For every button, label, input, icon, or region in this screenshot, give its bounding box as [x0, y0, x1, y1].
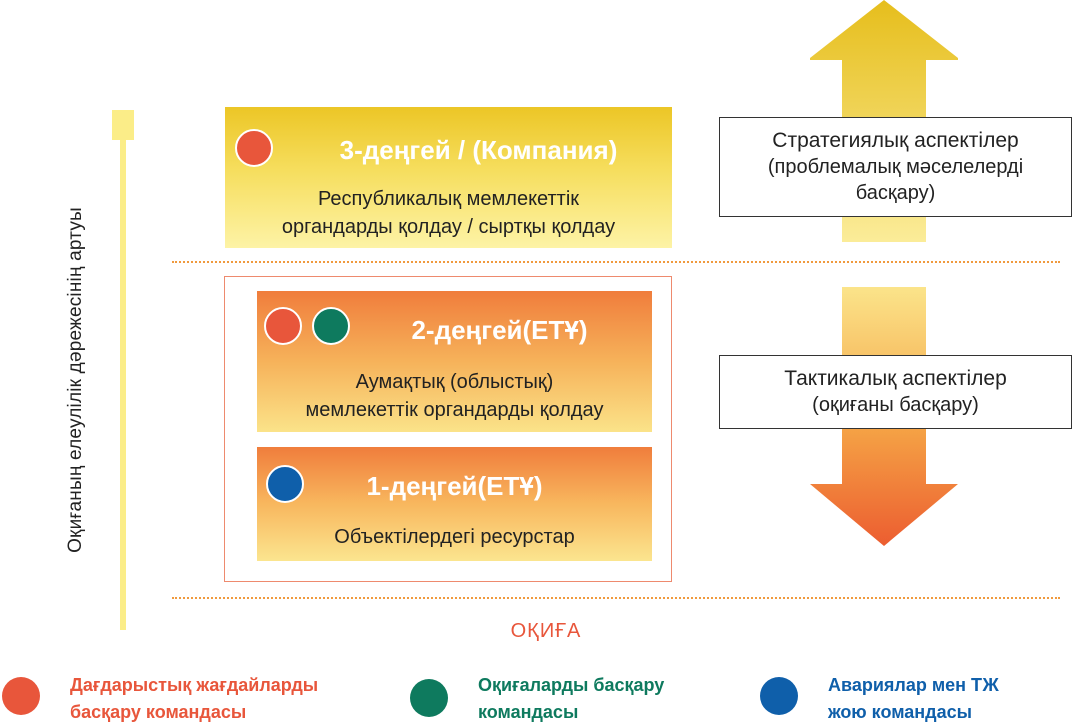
crisis-legend-dot	[2, 677, 40, 715]
level-2-desc-line-1: Аумақтық (облыстық)	[355, 371, 554, 393]
up-down-arrows-graphic	[810, 0, 958, 546]
level-3-desc-line-1: Республикалық мемлекеттік	[317, 188, 580, 210]
emergency-legend-line-2: жою командасы	[828, 702, 972, 722]
level-2-desc-line-2: мемлекеттік органдарды қолдау	[305, 399, 604, 421]
crisis-legend-line-1: Дағдарыстық жағдайларды	[70, 675, 319, 695]
level-3-title: 3-деңгей / (Компания)	[339, 135, 618, 165]
crisis-legend-text: Дағдарыстық жағдайларды басқару командас…	[70, 672, 318, 726]
axis-cap	[112, 110, 134, 140]
strategic-aspects-line-2: (проблемалық мәселелерді	[767, 156, 1024, 178]
crisis-team-dot	[235, 129, 273, 167]
level-1-title: 1-деңгей(ЕТҰ)	[366, 471, 543, 501]
emergency-legend-text: Авариялар мен ТЖ жою командасы	[828, 672, 999, 726]
level-3-desc-line-2: органдарды қолдау / сыртқы қолдау	[281, 216, 616, 238]
severity-axis-text: Оқиғаның елеулілік дәрежесінің артуы	[65, 207, 86, 553]
tactical-aspects-box: Тактикалық аспектілер (оқиғаны басқару)	[719, 355, 1072, 429]
severity-axis-line	[120, 140, 126, 630]
incident-team-dot	[312, 307, 350, 345]
crisis-legend-line-2: басқару командасы	[70, 702, 247, 722]
tactical-aspects-line-2: (оқиғаны басқару)	[812, 394, 979, 416]
level-2-title: 2-деңгей(ЕТҰ)	[411, 315, 588, 345]
strategic-tactical-separator	[172, 261, 1060, 263]
emergency-legend-line-1: Авариялар мен ТЖ	[828, 675, 999, 695]
level-2-box: 2-деңгей(ЕТҰ) Аумақтық (облыстық) мемлек…	[257, 291, 652, 432]
tactical-aspects-title: Тактикалық аспектілер	[784, 367, 1007, 390]
incident-legend-dot	[410, 679, 448, 717]
emergency-legend-dot	[760, 677, 798, 715]
level-3-box: 3-деңгей / (Компания) Республикалық мемл…	[225, 107, 672, 248]
event-label: ОҚИҒА	[510, 620, 582, 642]
crisis-team-dot	[264, 307, 302, 345]
incident-legend-line-1: Оқиғаларды басқару	[478, 675, 665, 695]
ets-levels-frame	[224, 276, 672, 582]
incident-legend-text: Оқиғаларды басқару командасы	[478, 672, 664, 726]
level-1-box: 1-деңгей(ЕТҰ) Объектілердегі ресурстар	[257, 447, 652, 561]
emergency-team-dot	[266, 465, 304, 503]
level-1-desc-line-1: Объектілердегі ресурстар	[334, 526, 575, 548]
event-separator	[172, 597, 1060, 599]
strategic-aspects-line-3: басқару)	[855, 182, 936, 204]
strategic-aspects-box: Стратегиялық аспектілер (проблемалық мәс…	[719, 117, 1072, 217]
strategic-aspects-title: Стратегиялық аспектілер	[772, 129, 1019, 152]
incident-legend-line-2: командасы	[478, 702, 579, 722]
